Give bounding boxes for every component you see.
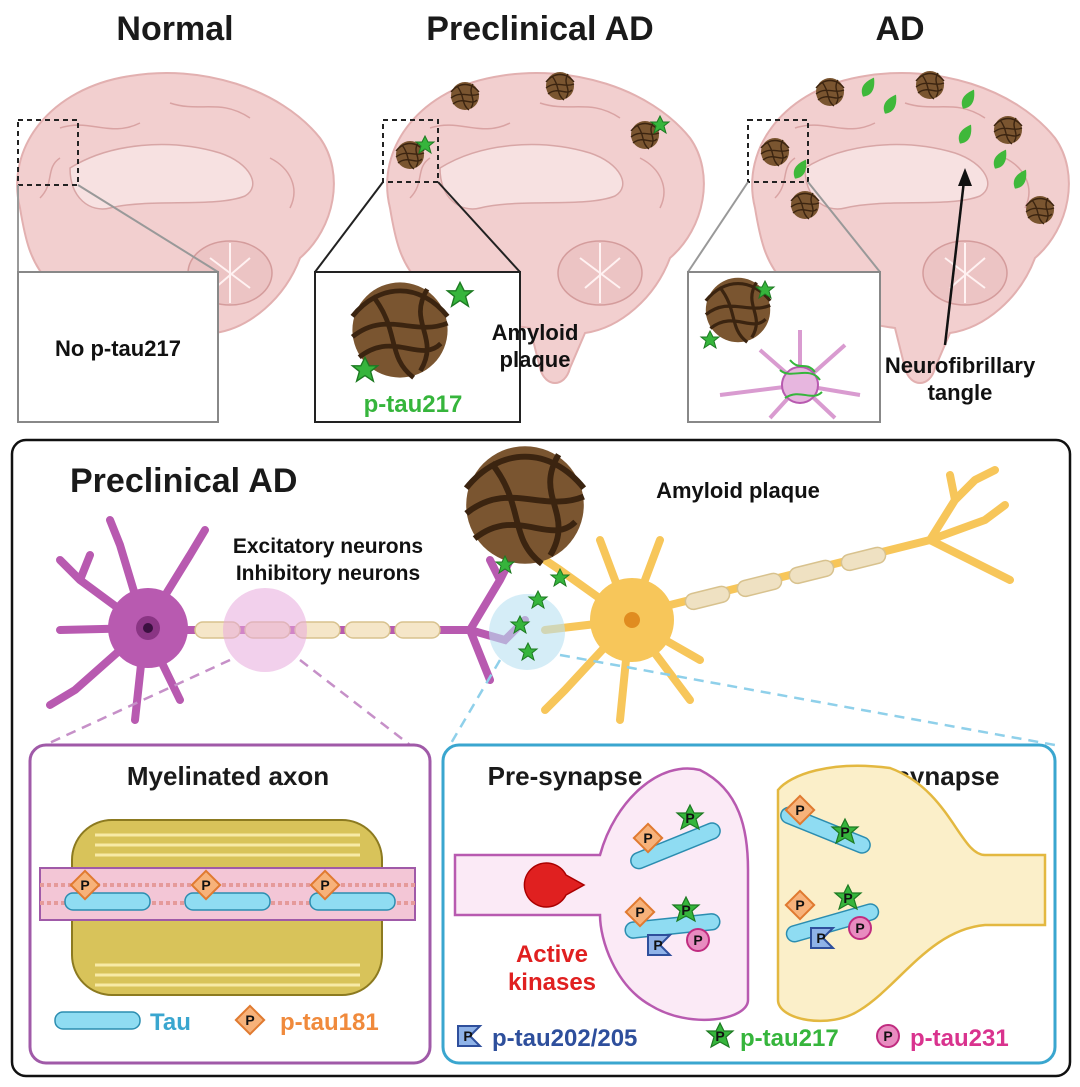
plaque-icon	[760, 137, 790, 167]
zoom-box-preclinical	[382, 119, 439, 183]
phospho-glyph: P	[201, 877, 210, 893]
no-ptau217-label: No p-tau217	[55, 336, 181, 361]
amyloid-plaque-label: Amyloid plaque	[656, 478, 820, 503]
axon-highlight-circle	[223, 588, 307, 672]
phospho-glyph: P	[635, 904, 644, 920]
legend-ptau217-label: p-tau217	[740, 1025, 839, 1052]
title-ad: AD	[875, 10, 924, 48]
phospho-glyph: P	[685, 810, 694, 826]
phospho-glyph: P	[693, 932, 702, 948]
active-kinases-line1: Active	[516, 941, 588, 968]
yellow-neuron	[541, 466, 1014, 724]
amyloid-label-line2: plaque	[500, 347, 571, 372]
legend-ptau181-label: p-tau181	[280, 1009, 379, 1036]
excitatory-neurons-label: Excitatory neurons	[233, 535, 423, 558]
phospho-glyph: P	[715, 1028, 724, 1044]
phospho-glyph: P	[320, 877, 329, 893]
tangle-neuron-icon	[719, 330, 861, 420]
phospho-glyph: P	[883, 1028, 892, 1044]
plaque-icon	[815, 77, 845, 107]
tangle-label-line1: Neurofibrillary	[885, 353, 1036, 378]
amyloid-plaque-lower	[466, 446, 584, 564]
plaque-icon	[993, 115, 1023, 145]
tangle-label-line2: tangle	[928, 380, 993, 405]
legend-ptau202-label: p-tau202/205	[492, 1025, 637, 1052]
title-normal: Normal	[116, 10, 233, 48]
phospho-glyph: P	[463, 1028, 472, 1044]
myelinated-axon-title: Myelinated axon	[127, 761, 329, 791]
phospho-glyph: P	[816, 930, 825, 946]
active-kinases-line2: kinases	[508, 969, 596, 996]
plaque-icon	[915, 70, 945, 100]
legend-tau-icon	[54, 1011, 141, 1030]
pre-synapse-title: Pre-synapse	[488, 761, 643, 791]
plaque-icon	[545, 71, 575, 101]
plaque-icon	[1025, 195, 1055, 225]
phospho-glyph: P	[653, 937, 662, 953]
phospho-glyph: P	[795, 802, 804, 818]
phospho-glyph: P	[681, 902, 690, 918]
title-preclinical-ad: Preclinical AD	[426, 10, 653, 48]
inhibitory-neurons-label: Inhibitory neurons	[236, 562, 420, 585]
synapse-highlight-circle	[489, 594, 565, 670]
plaque-icon	[450, 81, 480, 111]
myelin-segments-yellow	[684, 546, 887, 611]
tau-rods-pre	[624, 822, 721, 939]
pre-synapse-shape	[453, 767, 750, 1022]
phospho-glyph: P	[245, 1012, 254, 1028]
zoom-box-ad	[747, 119, 809, 183]
ptau217-label: p-tau217	[364, 391, 463, 418]
plaque-icon	[790, 190, 820, 220]
phospho-glyph: P	[855, 920, 864, 936]
phospho-glyph: P	[80, 877, 89, 893]
phospho-glyph: P	[643, 830, 652, 846]
legend-tau-label: Tau	[150, 1009, 191, 1036]
tau-rods-axon	[64, 892, 396, 911]
active-kinase-icon	[523, 862, 586, 908]
lower-panel-title: Preclinical AD	[70, 462, 297, 500]
inset-normal	[17, 271, 219, 423]
zoom-box-normal	[17, 119, 79, 186]
legend: Tau P p-tau181 P p-tau202/205 P p-tau217…	[54, 1004, 1009, 1052]
phospho-glyph: P	[795, 897, 804, 913]
amyloid-label-line1: Amyloid	[492, 320, 579, 345]
phospho-glyph: P	[843, 890, 852, 906]
legend-ptau231-label: p-tau231	[910, 1025, 1009, 1052]
phospho-glyph: P	[840, 824, 849, 840]
